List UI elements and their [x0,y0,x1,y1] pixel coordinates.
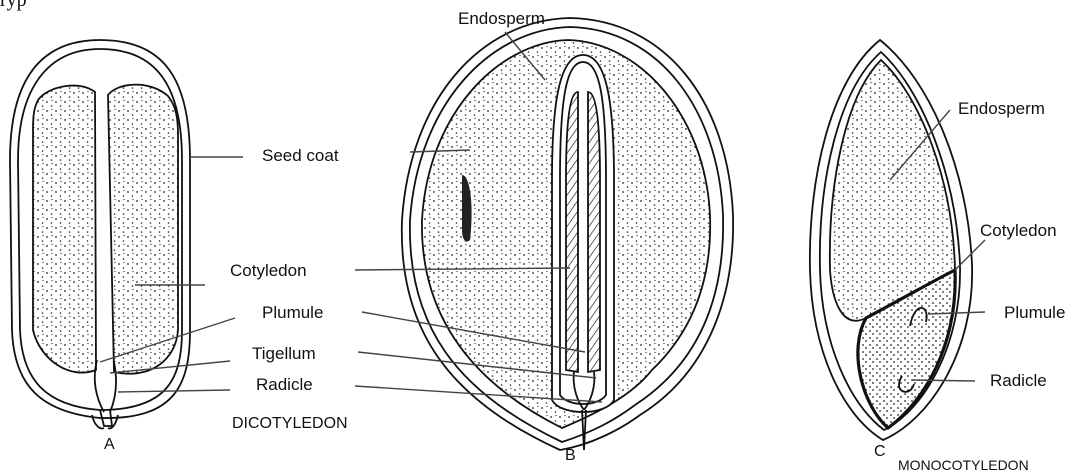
label-radicle-a: Radicle [256,376,313,393]
caption-b: B [565,448,576,464]
caption-a: A [104,437,115,453]
cropped-text-fragment: ryp [0,0,27,10]
seed-b-cotyledon-left-hatch [566,92,578,372]
label-endosperm-b: Endosperm [458,10,545,27]
label-seed-coat: Seed coat [262,147,339,164]
label-plumule-a: Plumule [262,304,323,321]
seed-a-cotyledon-left [33,86,96,373]
label-endosperm-c: Endosperm [958,100,1045,117]
caption-monocotyledon: MONOCOTYLEDON [898,458,1029,472]
seed-b-cotyledon-cavity [552,55,614,412]
label-tigellum: Tigellum [252,345,316,362]
label-cotyledon-a: Cotyledon [230,262,307,279]
label-radicle-c: Radicle [990,372,1047,389]
caption-c: C [874,444,886,460]
seed-a [10,40,190,428]
seed-b-cotyledon-right-hatch [588,92,600,372]
seed-a-cotyledon-right [108,85,178,374]
label-cotyledon-c: Cotyledon [980,222,1057,239]
seed-b [402,18,733,450]
caption-dicotyledon: DICOTYLEDON [232,416,348,432]
label-plumule-c: Plumule [1004,304,1065,321]
seed-a-embryo-axis [95,360,116,426]
